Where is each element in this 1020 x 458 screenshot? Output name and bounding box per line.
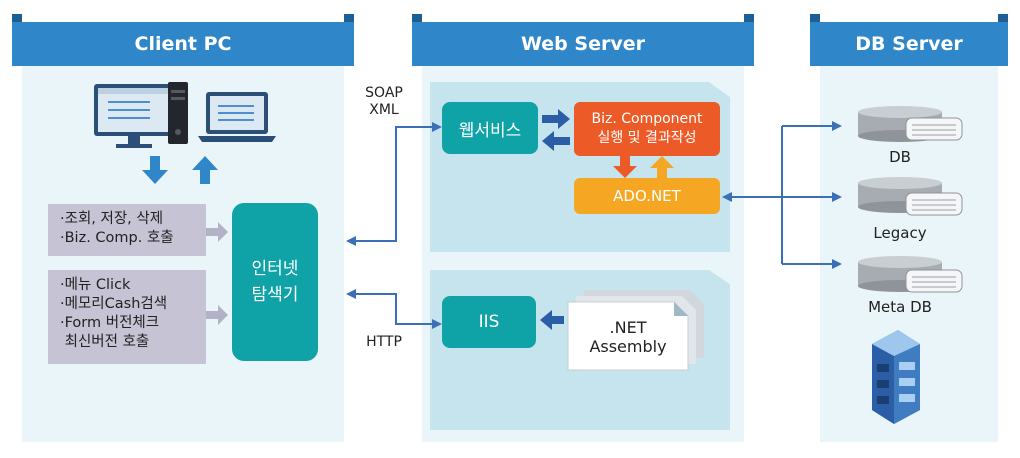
database-icon-legacy <box>858 177 963 216</box>
client-action-line-1: ·조회, 저장, 삭제 <box>60 211 164 227</box>
arrow-box2-to-browser <box>206 305 228 325</box>
database-icon-meta-db <box>858 256 963 293</box>
net-label-1: .NET <box>609 318 647 337</box>
arrow-box1-to-browser <box>206 222 228 242</box>
internet-browser-box: 인터넷 탐색기 <box>232 203 318 361</box>
database-icon-db <box>858 106 963 142</box>
soap-label-2: XML <box>369 102 399 118</box>
db-label: DB <box>889 148 911 166</box>
arrow-from-biz <box>542 131 570 151</box>
legacy-label: Legacy <box>873 224 927 242</box>
browser-label-2: 탐색기 <box>251 285 299 305</box>
client-menu-line-4: 최신버전 호출 <box>60 334 150 350</box>
db-server-header: DB Server <box>810 22 1008 66</box>
iis-box: IIS <box>442 296 536 348</box>
biz-label-1: Biz. Component <box>591 111 703 127</box>
client-pc-header: Client PC <box>12 22 354 66</box>
biz-label-2: 실행 및 결과작성 <box>597 130 697 146</box>
biz-component-box: Biz. Component 실행 및 결과작성 <box>574 102 720 156</box>
upload-arrow-icon <box>192 156 218 184</box>
client-menu-line-3: ·Form 버전체크 <box>60 315 160 331</box>
client-menu-line-2: ·메모리Cash검색 <box>60 296 168 312</box>
laptop-icon <box>198 92 276 142</box>
meta-db-label: Meta DB <box>868 298 932 316</box>
browser-label-1: 인터넷 <box>251 259 299 279</box>
pc-tower-icon <box>168 82 188 144</box>
arrow-ado-to-biz <box>650 156 674 178</box>
web-server-header: Web Server <box>412 22 754 66</box>
arrow-assembly-to-iis <box>540 310 564 330</box>
net-assembly-label: .NET Assembly <box>572 318 684 356</box>
ado-net-box: ADO.NET <box>574 178 720 214</box>
soap-label: SOAP XML <box>356 85 412 119</box>
http-connector <box>352 293 436 325</box>
net-assembly-document-icon <box>567 290 704 371</box>
download-arrow-icon <box>142 156 168 184</box>
desktop-monitor-icon <box>94 84 174 148</box>
client-menu-box: ·메뉴 Click ·메모리Cash검색 ·Form 버전체크 최신버전 호출 <box>48 270 206 364</box>
http-label: HTTP <box>366 334 402 350</box>
web-service-box: 웹서비스 <box>442 102 538 154</box>
arrow-biz-to-ado <box>613 156 637 178</box>
client-menu-line-1: ·메뉴 Click <box>60 277 131 293</box>
client-actions-box: ·조회, 저장, 삭제 ·Biz. Comp. 호출 <box>48 204 206 256</box>
arrow-to-biz <box>542 109 570 129</box>
client-action-line-2: ·Biz. Comp. 호출 <box>60 230 174 246</box>
server-rack-icon <box>872 330 920 424</box>
net-label-2: Assembly <box>589 337 667 356</box>
soap-label-1: SOAP <box>365 85 403 101</box>
soap-connector <box>352 126 436 242</box>
